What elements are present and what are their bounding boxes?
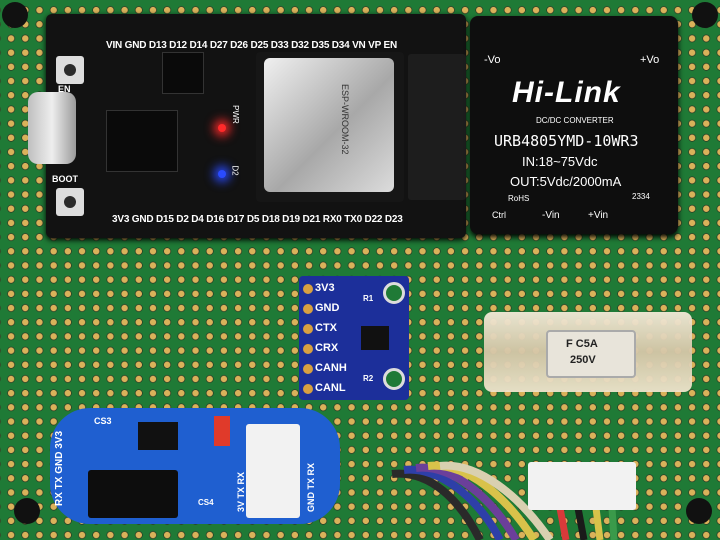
plus-vin-label: +Vin: [588, 210, 609, 221]
rs485-chip: [138, 422, 178, 450]
can-pin: [303, 284, 313, 294]
en-button-label: EN: [58, 84, 71, 94]
rohs-mark: RoHS: [508, 194, 530, 203]
cs4-label: CS4: [198, 498, 214, 507]
can-pin-canl: CANL: [315, 382, 346, 394]
fuse: F C5A 250V: [546, 330, 636, 378]
wire-green: [608, 507, 618, 540]
can-pin: [303, 384, 313, 394]
minus-vo-label: -Vo: [484, 54, 501, 66]
boot-button: [56, 188, 84, 216]
converter-subtitle: DC/DC CONVERTER: [536, 116, 614, 125]
esp32-bottom-pin-labels: 3V3 GND D15 D2 D4 D16 D17 D5 D18 D19 D21…: [112, 214, 403, 225]
mounting-screw: [2, 2, 28, 28]
voltage-regulator: [162, 52, 204, 94]
can-transceiver-chip: [361, 326, 389, 350]
ctrl-label: Ctrl: [492, 210, 506, 220]
wire-blue: [403, 465, 504, 540]
plus-vo-label: +Vo: [640, 54, 660, 66]
mounting-screw: [686, 498, 712, 524]
dc-dc-converter: -Vo +Vo Hi-Link DC/DC CONVERTER URB4805Y…: [470, 16, 678, 234]
wire-black: [391, 469, 484, 540]
boot-button-label: BOOT: [52, 174, 78, 184]
r1-label: R1: [363, 294, 374, 303]
module-antenna: [408, 54, 466, 200]
rs485-terminal: [88, 470, 178, 518]
jumper: [214, 416, 230, 446]
output-spec: OUT:5Vdc/2000mA: [510, 174, 622, 189]
model-number: URB4805YMD-10WR3: [494, 132, 639, 150]
date-code: 2334: [632, 192, 650, 201]
can-pin-ctx: CTX: [315, 322, 337, 334]
input-spec: IN:18~75Vdc: [522, 154, 598, 169]
can-pin: [303, 304, 313, 314]
can-pin-3v3: 3V3: [315, 282, 335, 294]
r2-label: R2: [363, 374, 374, 383]
usb-serial-chip: [106, 110, 178, 172]
cs3-label: CS3: [94, 416, 112, 426]
wire-black-2: [574, 507, 588, 540]
fuse-voltage: 250V: [570, 354, 596, 366]
esp32-dev-board: VIN GND D13 D12 D14 D27 D26 D25 D33 D32 …: [28, 14, 466, 238]
output-connector: [528, 462, 636, 510]
can-pin: [303, 364, 313, 374]
rs485-module: RX TX GND 3V3 CS3 CS4 3V TX RX GND TX RX: [50, 408, 340, 524]
mounting-hole: [383, 282, 405, 304]
wire-yellow-2: [592, 507, 604, 540]
wire-purple: [415, 463, 520, 540]
can-transceiver-module: 3V3 GND CTX CRX CANH CANL R1 R2: [299, 276, 409, 400]
module-shield: [264, 58, 394, 192]
en-button: [56, 56, 84, 84]
can-pin-crx: CRX: [315, 342, 339, 354]
mounting-hole: [383, 368, 405, 390]
can-pin-canh: CANH: [315, 362, 347, 374]
can-pin: [303, 344, 313, 354]
mounting-screw: [692, 2, 718, 28]
wire-white: [439, 461, 554, 540]
minus-vin-label: -Vin: [542, 210, 560, 221]
esp32-top-pin-labels: VIN GND D13 D12 D14 D27 D26 D25 D33 D32 …: [106, 40, 397, 51]
mounting-screw: [14, 498, 40, 524]
d2-led: [218, 170, 226, 178]
wire-red: [556, 507, 570, 540]
can-pin: [303, 324, 313, 334]
rs485-connector: [246, 424, 300, 518]
can-pin-gnd: GND: [315, 302, 340, 314]
fuse-rating: F C5A: [566, 338, 598, 350]
brand-logo: Hi-Link: [512, 76, 621, 109]
power-led: [218, 124, 226, 132]
usb-c-port: [28, 92, 76, 164]
